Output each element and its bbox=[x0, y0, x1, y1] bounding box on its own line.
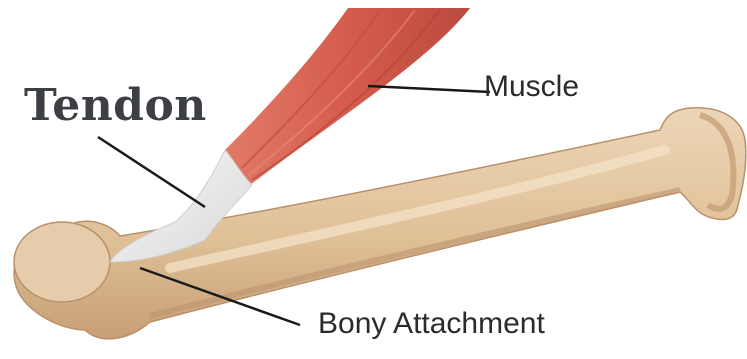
tendon-leader-line bbox=[98, 137, 205, 207]
muscle bbox=[225, 8, 470, 185]
bony-attachment-label: Bony Attachment bbox=[318, 309, 545, 339]
bone bbox=[14, 108, 746, 339]
muscle-leader-line bbox=[368, 86, 490, 92]
muscle-label: Muscle bbox=[484, 72, 579, 102]
tendon-label: Tendon bbox=[24, 84, 207, 128]
bone-head bbox=[14, 222, 110, 302]
muscle-belly bbox=[225, 8, 470, 185]
